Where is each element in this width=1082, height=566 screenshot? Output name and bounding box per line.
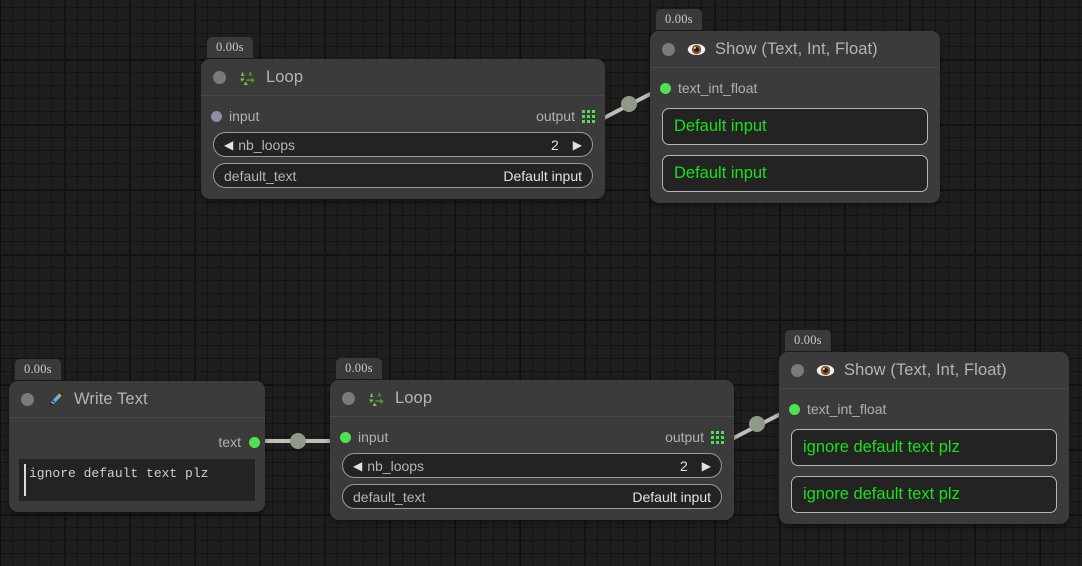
input-port[interactable]: input: [340, 429, 388, 445]
input-port-dot-icon[interactable]: [660, 82, 671, 94]
stepper-increment-icon[interactable]: ▶: [701, 458, 711, 473]
status-dot-idle-icon[interactable]: [21, 392, 34, 406]
node-header[interactable]: Loop: [201, 59, 605, 96]
stepper-increment-icon[interactable]: ▶: [572, 137, 582, 152]
recycle-icon: [369, 390, 384, 406]
textarea-value: ignore default text plz: [29, 466, 209, 481]
execution-time-badge: 0.00s: [15, 359, 61, 381]
param-value[interactable]: Default input: [503, 167, 582, 184]
status-dot-idle-icon[interactable]: [342, 391, 355, 405]
execution-time-badge: 0.00s: [207, 37, 253, 59]
port-row: input output: [340, 427, 724, 447]
output-value-box: Default input: [662, 108, 928, 145]
edge-write-text-to-loop-bottom[interactable]: [255, 433, 342, 449]
node-show-bottom[interactable]: 0.00s Show (Text, Int, Float) text_int_f…: [779, 330, 1069, 524]
grid-list-icon[interactable]: [711, 430, 724, 444]
param-label: default_text: [353, 488, 426, 505]
pen-nib-icon: [49, 391, 64, 406]
node-write-text[interactable]: 0.00s Write Text text ignor: [9, 359, 265, 512]
node-loop-bottom[interactable]: 0.00s Loop input output: [330, 358, 734, 520]
input-port[interactable]: text_int_float: [789, 401, 886, 417]
node-body: input output ◀ nb_loops 2 ▶ default_text: [330, 417, 734, 520]
output-port-label: text: [218, 434, 241, 450]
node-title: Loop: [395, 388, 433, 407]
node-title: Show (Text, Int, Float): [844, 360, 1007, 379]
output-value-box: Default input: [662, 155, 928, 192]
input-port-dot-icon[interactable]: [789, 403, 800, 415]
node-header[interactable]: Show (Text, Int, Float): [779, 352, 1069, 389]
node-title: Show (Text, Int, Float): [715, 39, 878, 58]
node-body: text_int_float ignore default text plz i…: [779, 389, 1069, 524]
param-value[interactable]: 2: [550, 136, 559, 153]
eye-icon: [687, 43, 706, 55]
node-body: text ignore default text plz: [9, 418, 265, 512]
status-dot-idle-icon[interactable]: [662, 42, 675, 56]
status-dot-idle-icon[interactable]: [213, 70, 226, 84]
param-default-text-field[interactable]: default_text Default input: [213, 163, 593, 188]
input-port-label: input: [229, 108, 260, 124]
port-row: input output: [211, 106, 595, 126]
port-row: text_int_float: [789, 399, 1059, 419]
node-title: Loop: [266, 67, 304, 86]
param-label: nb_loops: [238, 136, 296, 153]
param-value[interactable]: 2: [679, 457, 688, 474]
node-header[interactable]: Show (Text, Int, Float): [650, 31, 940, 68]
output-port[interactable]: output: [536, 108, 595, 124]
node-header[interactable]: Loop: [330, 380, 734, 417]
node-body: text_int_float Default input Default inp…: [650, 68, 940, 203]
execution-time-badge: 0.00s: [336, 358, 382, 380]
node-show-top[interactable]: 0.00s Show (Text, Int, Float) text_int_f…: [650, 9, 940, 203]
eye-icon: [816, 364, 835, 376]
input-port-label: text_int_float: [678, 80, 758, 96]
param-default-text-field[interactable]: default_text Default input: [342, 484, 722, 509]
output-port[interactable]: output: [665, 429, 724, 445]
text-caret: [24, 464, 26, 496]
input-port-label: text_int_float: [807, 401, 887, 417]
node-header[interactable]: Write Text: [9, 381, 265, 418]
output-value-box: ignore default text plz: [791, 429, 1057, 466]
param-label: default_text: [224, 167, 297, 184]
input-port-label: input: [358, 429, 389, 445]
recycle-icon: [240, 69, 255, 85]
port-row: text: [19, 431, 260, 453]
output-port-dot-icon[interactable]: [249, 436, 260, 448]
output-port-label: output: [536, 108, 575, 124]
port-row: text_int_float: [660, 78, 930, 98]
grid-list-icon[interactable]: [582, 109, 595, 123]
output-port-label: output: [665, 429, 704, 445]
output-value-box: ignore default text plz: [791, 476, 1057, 513]
execution-time-badge: 0.00s: [656, 9, 702, 31]
text-input-area[interactable]: ignore default text plz: [19, 459, 255, 501]
stepper-decrement-icon[interactable]: ◀: [224, 137, 234, 152]
input-port[interactable]: input: [211, 108, 259, 124]
input-port-dot-icon[interactable]: [340, 431, 351, 443]
input-port-dot-icon[interactable]: [211, 110, 222, 122]
param-value[interactable]: Default input: [632, 488, 711, 505]
param-nb-loops-stepper[interactable]: ◀ nb_loops 2 ▶: [213, 132, 593, 157]
node-loop-top[interactable]: 0.00s Loop input output: [201, 37, 605, 199]
status-dot-idle-icon[interactable]: [791, 363, 804, 377]
output-port[interactable]: text: [218, 434, 260, 450]
stepper-decrement-icon[interactable]: ◀: [353, 458, 363, 473]
execution-time-badge: 0.00s: [785, 330, 831, 352]
param-nb-loops-stepper[interactable]: ◀ nb_loops 2 ▶: [342, 453, 722, 478]
node-body: input output ◀ nb_loops 2 ▶ default_text: [201, 96, 605, 199]
input-port[interactable]: text_int_float: [660, 80, 757, 96]
param-label: nb_loops: [367, 457, 425, 474]
node-title: Write Text: [74, 389, 148, 408]
